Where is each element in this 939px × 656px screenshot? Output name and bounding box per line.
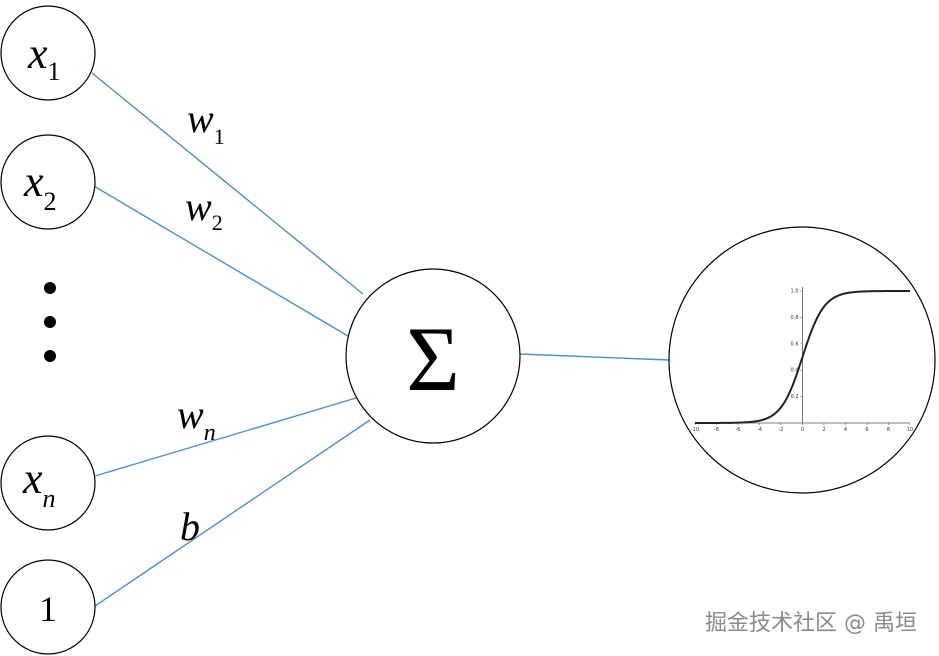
plot-x-tick-label: -2 [779, 427, 784, 433]
plot-x-tick-label: 2 [822, 427, 825, 433]
plot-x-tick-label: -10 [691, 427, 699, 433]
input-node-x2: x2 [0, 134, 96, 230]
input-label-xn: xn [22, 454, 56, 513]
bias-input-label: 1 [39, 589, 57, 629]
edge-x2-sum [91, 184, 349, 337]
ellipsis-dot-2 [44, 316, 56, 328]
input-node-xn: xn [0, 435, 96, 531]
sigmoid-curve [695, 290, 910, 424]
plot-x-tick-label: 6 [865, 427, 868, 433]
watermark: 掘金技术社区 @ 禹垣 [705, 611, 917, 636]
edges [91, 72, 670, 607]
plot-x-tick-label: 0 [801, 427, 804, 433]
activation-node: -10 -8 -6 -4 -2 0 2 4 6 8 10 0.2 0.4 0.6 0.8 1.0 [668, 226, 936, 494]
ellipsis-dot-3 [44, 350, 56, 362]
ellipsis: ⋮ [0, 0, 56, 362]
plot-x-tick-label: -6 [736, 427, 741, 433]
weight-label-w2: w2 [185, 184, 223, 235]
plot-y-tick-label: 0.2 [791, 394, 799, 400]
edge-x1-sum [91, 72, 364, 295]
bias-input-node: 1 [0, 559, 96, 655]
plot-y-tick-label: 0.8 [791, 315, 799, 321]
summation-symbol: Σ [406, 308, 460, 410]
plot-y-tick-label: 0.6 [791, 341, 799, 347]
weight-label-w1: w1 [187, 96, 225, 149]
plot-x-tick-label: -4 [757, 427, 762, 433]
plot-x-tick-label: 4 [844, 427, 847, 433]
plot-x-tick-label: 8 [887, 427, 890, 433]
plot-y-tick-label: 1.0 [791, 289, 799, 295]
plot-x-tick-label: -8 [714, 427, 719, 433]
ellipsis-dot-1 [44, 282, 56, 294]
input-label-x1: x1 [27, 29, 61, 86]
edge-bias-sum [94, 419, 371, 607]
input-label-x2: x2 [23, 157, 57, 216]
plot-y-tick-label: 0.4 [791, 368, 799, 374]
summation-node: Σ [345, 268, 521, 444]
plot-x-tick-label: 10 [907, 427, 913, 433]
sigmoid-plot: -10 -8 -6 -4 -2 0 2 4 6 8 10 0.2 0.4 0.6 0.8 1.0 [691, 287, 913, 433]
edge-xn-sum [94, 397, 357, 477]
bias-weight-label: b [180, 504, 200, 549]
weight-label-wn: wn [177, 392, 216, 446]
input-node-x1: x1 [0, 5, 96, 101]
edge-sum-activation [519, 353, 670, 361]
ellipsis-label: ⋮ [0, 0, 1, 1]
